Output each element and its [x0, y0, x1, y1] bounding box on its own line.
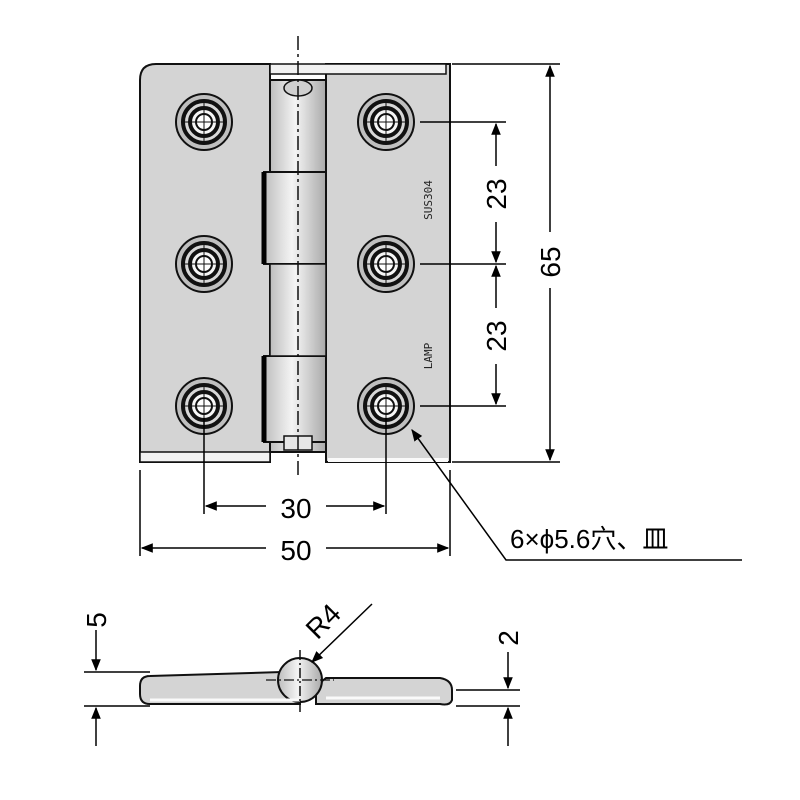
dim-label-23-upper: 23 [481, 178, 512, 209]
top-view-dimension-labels: 30 50 23 23 65 6×ϕ5.6穴、皿 [266, 166, 668, 566]
countersunk-hole [175, 235, 233, 293]
dim-label-50: 50 [280, 535, 311, 566]
hinge-side-view [139, 650, 453, 712]
hinge-top-view: SUS304 LAMP [139, 36, 451, 476]
countersunk-hole [357, 93, 415, 151]
side-right-leaf [315, 677, 453, 706]
hole-callout-label: 6×ϕ5.6穴、皿 [510, 524, 668, 554]
dim-label-30: 30 [280, 493, 311, 524]
countersunk-hole [357, 235, 415, 293]
hole-callout-leader [411, 429, 742, 561]
side-view-dimensions [84, 603, 520, 746]
r4-leader [311, 603, 373, 663]
dim-label-65: 65 [535, 246, 566, 277]
material-marking: SUS304 [422, 180, 435, 220]
dim-label-2: 2 [493, 630, 524, 646]
countersunk-hole [175, 377, 233, 435]
dim-label-5: 5 [81, 612, 112, 628]
dim-label-r4: R4 [300, 598, 347, 645]
side-view-dimension-labels: 5 2 R4 [81, 598, 524, 646]
dim-label-23-lower: 23 [481, 320, 512, 351]
brand-marking: LAMP [422, 342, 435, 369]
countersunk-hole [175, 93, 233, 151]
hinge-knuckle [261, 36, 327, 476]
side-left-leaf [139, 670, 301, 705]
